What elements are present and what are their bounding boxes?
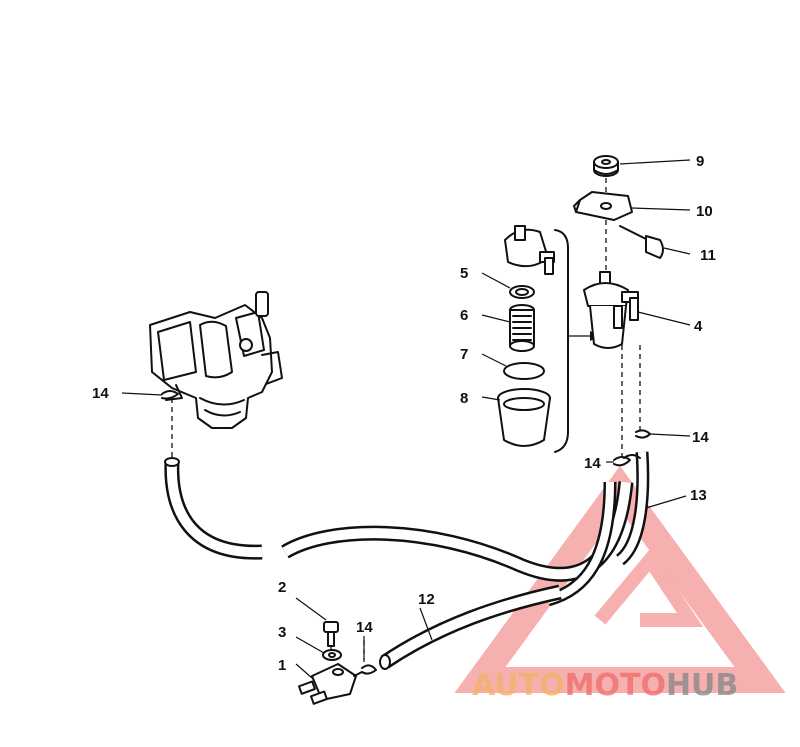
callout-12: 12 (418, 591, 435, 608)
fuel-filter-4 (583, 271, 639, 349)
washer-3 (322, 649, 342, 661)
clip-14-right (635, 429, 651, 439)
clip-14-carb (161, 390, 179, 400)
hose-carb (164, 457, 263, 560)
callout-1: 1 (278, 657, 286, 674)
callout-13: 13 (690, 487, 707, 504)
callout-5: 5 (460, 265, 468, 282)
callout-14-fitting: 14 (356, 619, 373, 636)
callout-14-lower: 14 (584, 455, 601, 472)
callout-4: 4 (694, 318, 703, 335)
callout-14-carb: 14 (92, 385, 109, 402)
clip-14-lower (613, 454, 641, 467)
nut-9 (593, 155, 619, 177)
callout-7: 7 (460, 346, 468, 363)
screw-11 (619, 225, 664, 259)
filter-bowl-8 (497, 388, 551, 447)
gasket-7 (503, 362, 545, 380)
callout-9: 9 (696, 153, 704, 170)
callout-10: 10 (696, 203, 713, 220)
callout-8: 8 (460, 390, 468, 407)
callout-14-right: 14 (692, 429, 709, 446)
filter-head-exploded (504, 225, 555, 275)
hose-12 (379, 584, 562, 670)
o-ring-5 (509, 285, 535, 299)
callout-11: 11 (700, 247, 716, 264)
callout-2: 2 (278, 579, 286, 596)
carburetor (149, 291, 283, 429)
filter-element-6 (509, 304, 535, 352)
callout-6: 6 (460, 307, 468, 324)
watermark-logo (454, 465, 786, 693)
bracket-10 (573, 191, 633, 221)
bolt-2 (323, 621, 339, 647)
group-bracket (554, 229, 569, 453)
watermark-text: AUTOMOTOHUB (472, 668, 738, 703)
fitting-1 (297, 663, 363, 705)
clip-14-fitting (361, 664, 377, 675)
leader-lines (121, 159, 691, 679)
callout-3: 3 (278, 624, 286, 641)
